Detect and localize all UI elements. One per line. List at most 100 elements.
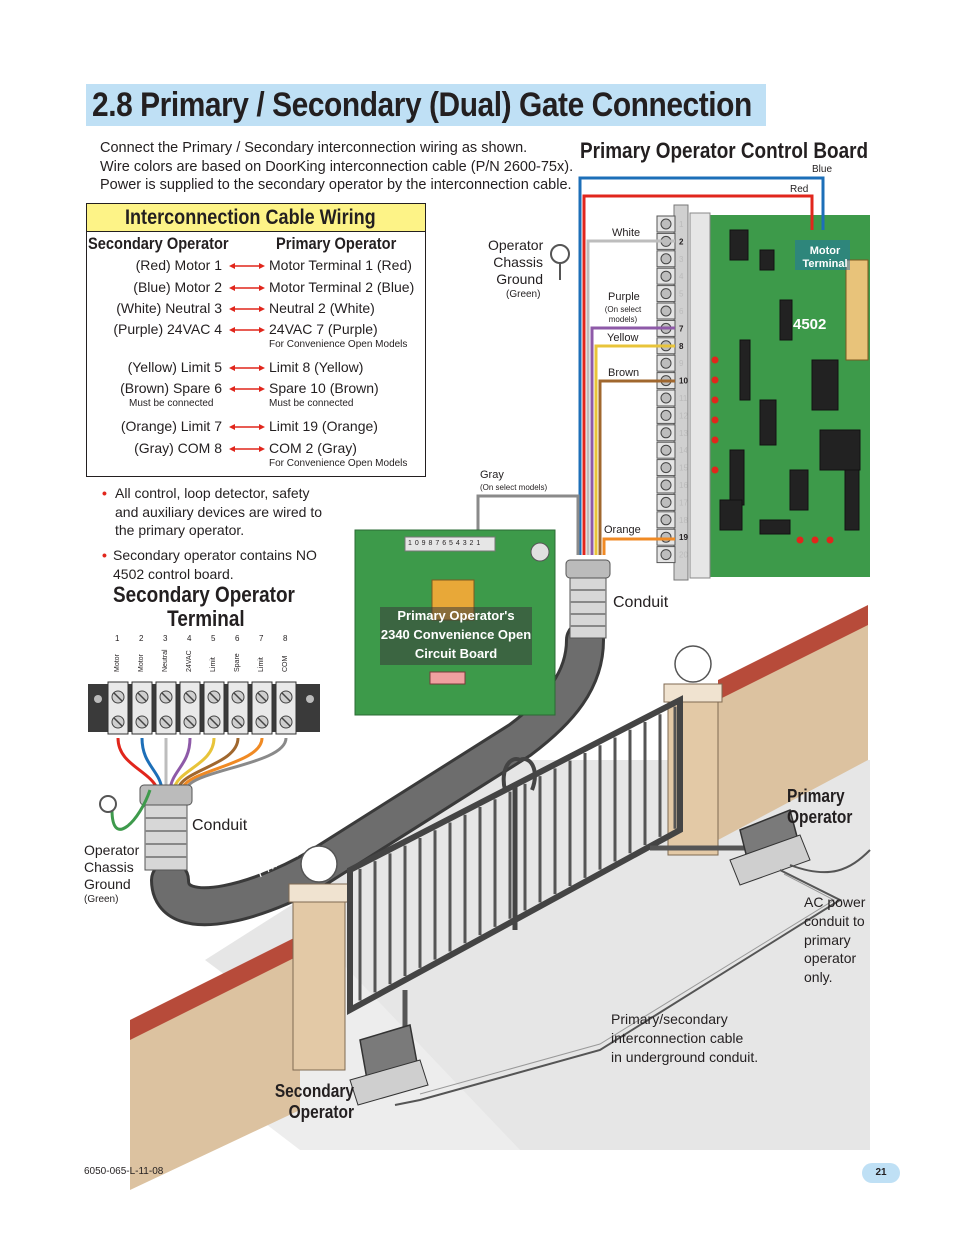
primary-operator-line: Primary [787, 786, 845, 806]
bullet-line: and auxiliary devices are wired to [115, 503, 322, 520]
wiring-row-secondary: (Yellow) Limit 5 [127, 359, 222, 375]
terminal-block [275, 681, 297, 735]
terminal-label: Motor [138, 654, 145, 672]
motor-terminal-label: Motor Terminal [799, 245, 851, 271]
ground-label-line: Operator [488, 237, 544, 253]
wiring-row-secondary: (Purple) 24VAC 4 [113, 321, 222, 337]
primary-terminal: 17 [656, 493, 688, 511]
terminal-number: 6 [235, 634, 240, 643]
primary-terminal-number: 5 [679, 290, 684, 299]
primary-terminal-number: 8 [679, 342, 684, 351]
terminal-block [179, 681, 201, 735]
bullet-line: the primary operator. [115, 522, 245, 538]
secondary-ground-note: (Green) [84, 894, 119, 905]
primary-terminal-number: 7 [679, 324, 684, 333]
primary-terminal-number: 2 [679, 237, 684, 246]
primary-terminal: 15 [656, 459, 688, 477]
primary-terminal: 11 [656, 389, 688, 407]
primary-terminal: 14 [656, 441, 688, 459]
primary-board-heading: Primary Operator Control Board [580, 138, 869, 163]
primary-conduit-icon [565, 559, 611, 639]
secondary-conduit-icon [139, 784, 193, 871]
underground-line: Primary/secondary [611, 1011, 728, 1027]
double-arrow-icon [229, 365, 265, 371]
intro-line: Connect the Primary / Secondary intercon… [100, 140, 528, 156]
board-chip [759, 249, 775, 271]
primary-terminal-number: 19 [679, 533, 688, 542]
bullet-line: 4502 control board. [113, 565, 234, 582]
wiring-row-primary: 24VAC 7 (Purple) [269, 321, 378, 337]
board-chip [819, 429, 861, 471]
left-wall [130, 945, 300, 1190]
ac-power-line: conduit to [804, 912, 865, 929]
board-led-icon [711, 356, 719, 364]
bullet-text-control: All control, loop detector, safety and a… [115, 484, 322, 540]
intro-line: Power is supplied to the secondary opera… [100, 177, 572, 193]
convenience-dip-switch [429, 671, 466, 685]
ground-lug-primary-icon [550, 244, 570, 264]
board-led-icon [811, 536, 819, 544]
terminal-label: Motor [114, 654, 121, 672]
primary-terminal: 3 [656, 250, 684, 268]
bullet-text-no-board: Secondary operator contains NO 4502 cont… [113, 546, 317, 583]
convenience-label-bg [380, 607, 532, 665]
primary-terminal-number: 13 [679, 429, 688, 438]
primary-terminal-number: 12 [679, 411, 688, 420]
wire-orange [602, 537, 675, 555]
bullet-icon: • [102, 547, 107, 563]
secondary-terminal-blocks [107, 681, 297, 735]
board-chip [739, 339, 751, 401]
primary-terminal-number: 20 [679, 551, 688, 560]
board-strip [689, 212, 711, 579]
wiring-row-primary: COM 2 (Gray) [269, 440, 357, 456]
terminal-label: Spare [234, 653, 241, 672]
wiring-row-primary: Limit 19 (Orange) [269, 418, 378, 434]
wiring-row-primary-note: For Convenience Open Models [269, 339, 408, 350]
right-pillar-cap [663, 683, 723, 703]
secondary-wires [116, 737, 288, 791]
ground-label-line: Chassis [493, 254, 543, 270]
wiring-row-primary-note: Must be connected [269, 398, 354, 409]
wire-label-brown: Brown [608, 367, 640, 379]
wiring-row-secondary: (Blue) Motor 2 [133, 279, 222, 295]
wire-note-purple: (On select models) [604, 305, 642, 324]
bullet-line: All control, loop detector, safety [115, 485, 310, 501]
primary-ground-note: (Green) [506, 289, 541, 300]
title-banner [86, 84, 766, 126]
primary-ground-label: Operator Chassis Ground [488, 237, 543, 288]
primary-terminal: 16 [656, 476, 688, 494]
board-chip [844, 469, 860, 531]
underground-line: in underground conduit. [611, 1049, 759, 1065]
wiring-table [86, 203, 426, 477]
board-chip [759, 519, 791, 535]
wiring-row-secondary: (White) Neutral 3 [116, 300, 222, 316]
primary-conduit-label: Conduit [613, 594, 669, 611]
board-led-icon [711, 396, 719, 404]
bullet-line: Secondary operator contains NO [113, 547, 317, 563]
wire-label-white: White [612, 227, 641, 239]
wiring-row-secondary: (Orange) Limit 7 [120, 418, 222, 434]
left-pillar [292, 899, 346, 1071]
wiring-row-secondary: (Red) Motor 1 [135, 257, 222, 273]
ac-power-note: AC power conduit to primary operator onl… [804, 893, 865, 987]
double-arrow-icon [229, 424, 265, 430]
document-code: 6050-065-L-11-08 [84, 1166, 164, 1177]
underground-note: Primary/secondary interconnection cable … [611, 1010, 758, 1067]
primary-terminal-number: 4 [679, 272, 684, 281]
terminal-block [155, 681, 177, 735]
wire-blue [578, 176, 825, 555]
primary-operator-label: Primary Operator [787, 786, 852, 828]
wire-note-gray: (On select models) [480, 483, 548, 492]
terminal-block [251, 681, 273, 735]
wire-label-red: Red [790, 184, 809, 195]
wire-brown [598, 379, 675, 555]
board-led-icon [711, 416, 719, 424]
wiring-row-secondary-note: Must be connected [129, 398, 214, 409]
primary-terminal: 5 [656, 285, 684, 303]
secondary-ground-label: Operator Chassis Ground [84, 842, 139, 893]
primary-operator-line: Operator [787, 807, 853, 827]
board-model-label: 4502 [793, 316, 827, 333]
page-number-badge [862, 1163, 900, 1183]
primary-terminal: 1 [656, 215, 684, 233]
